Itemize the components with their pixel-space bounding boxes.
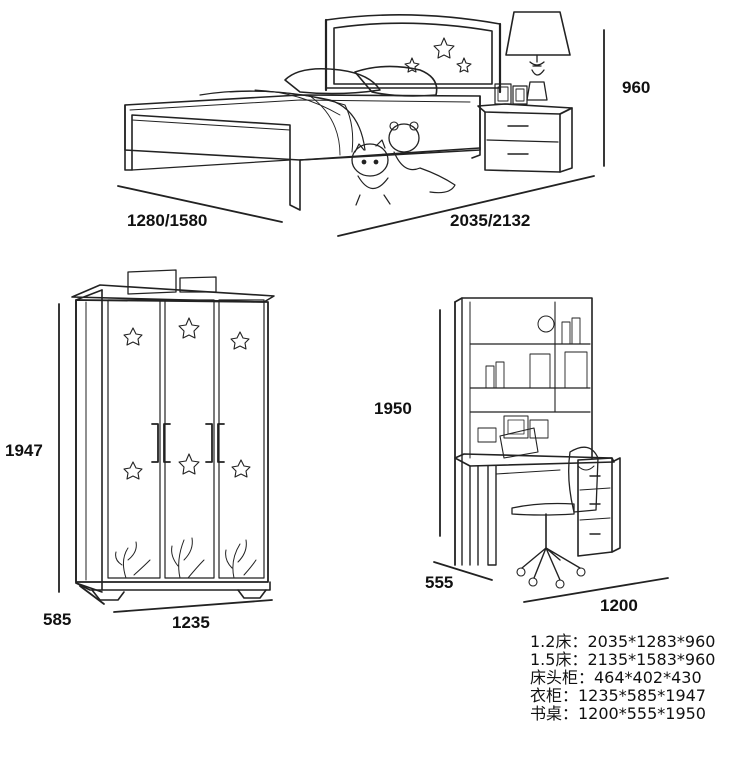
wardrobe-drawing <box>71 269 275 601</box>
spec-line: 床头柜：464*402*430 <box>530 668 702 687</box>
wardrobe-width-label: 1235 <box>172 613 210 632</box>
bed-height-label: 960 <box>622 78 651 97</box>
wardrobe-depth-label: 585 <box>43 610 72 629</box>
bed-length-label: 2035/2132 <box>450 211 531 230</box>
spec-line: 衣柜：1235*585*1947 <box>530 686 706 705</box>
spec-line: 1.5床：2135*1583*960 <box>530 650 716 669</box>
bed-dimension-lines <box>117 29 605 237</box>
wardrobe-height-label: 1947 <box>5 441 43 460</box>
bed-width-label: 1280/1580 <box>127 211 208 230</box>
spec-line: 1.2床：2035*1283*960 <box>530 632 716 651</box>
desk-height-label: 1950 <box>374 399 412 418</box>
desk-width-label: 1200 <box>600 596 638 615</box>
desk-drawing <box>454 297 621 589</box>
wardrobe-dimension-lines <box>58 303 273 613</box>
bed-drawing <box>124 11 573 211</box>
desk-dimension-lines <box>433 309 669 603</box>
spec-line: 书桌：1200*555*1950 <box>530 704 706 723</box>
desk-depth-label: 555 <box>425 573 454 592</box>
